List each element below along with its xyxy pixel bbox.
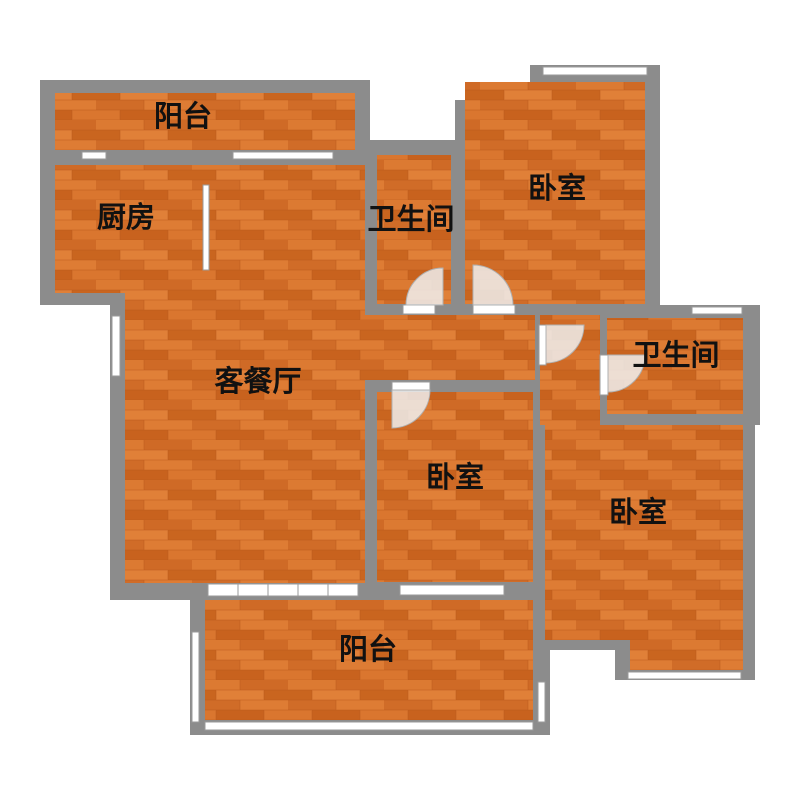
floor-bedroom-right — [545, 425, 743, 640]
floors — [55, 82, 743, 720]
floor-balcony-bottom — [205, 600, 533, 720]
window-balcony-left — [191, 631, 200, 723]
floor-balcony-top — [55, 93, 355, 150]
floor-bedroom-top-right — [465, 82, 645, 304]
door-opening-bedroom-center — [391, 381, 431, 391]
label-bathroom-center: 卫生间 — [367, 202, 454, 236]
floor-bedroom-right-bay — [630, 635, 743, 670]
window-bathroom-right — [691, 306, 743, 315]
label-bedroom-right: 卧室 — [609, 495, 667, 529]
door-opening-bedroom-right — [538, 324, 547, 366]
label-balcony-bottom: 阳台 — [339, 632, 397, 666]
window-kitchen-side — [202, 184, 210, 271]
label-living-dining: 客餐厅 — [214, 364, 301, 398]
window-bedroom-top — [542, 66, 648, 76]
door-swing-bedroom-center — [391, 389, 431, 429]
sliding-door-bedroom-balcony — [399, 584, 505, 596]
window-balcony-right — [537, 681, 546, 723]
label-bedroom-center: 卧室 — [426, 460, 484, 494]
label-bedroom-top-right: 卧室 — [528, 171, 586, 205]
door-swing-bathroom-right — [607, 354, 646, 393]
door-opening-bathroom-right — [599, 354, 609, 396]
label-bathroom-right: 卫生间 — [632, 338, 719, 372]
window-kitchen-top — [81, 151, 107, 160]
label-balcony-top: 阳台 — [154, 99, 212, 133]
label-kitchen: 厨房 — [97, 200, 155, 234]
floor-corridor — [365, 315, 535, 380]
windows — [81, 66, 743, 731]
room-labels: 阳台 厨房 卫生间 卧室 客餐厅 卫生间 卧室 卧室 阳台 — [97, 99, 720, 666]
window-living-top — [232, 151, 334, 160]
door-swing-bedroom-right — [545, 324, 585, 364]
door-swings — [391, 264, 646, 429]
door-swing-bathroom-center — [405, 267, 444, 306]
door-opening-bathroom-center — [402, 304, 436, 315]
window-living-left — [111, 315, 121, 377]
floor-living-dining — [125, 165, 365, 583]
window-bedroom-bay — [627, 671, 742, 680]
door-opening-bedroom-top-right — [472, 304, 516, 315]
window-balcony-bottom — [204, 721, 534, 731]
door-swing-bedroom-top-right — [472, 264, 514, 306]
sliding-door-living-balcony — [207, 583, 359, 597]
